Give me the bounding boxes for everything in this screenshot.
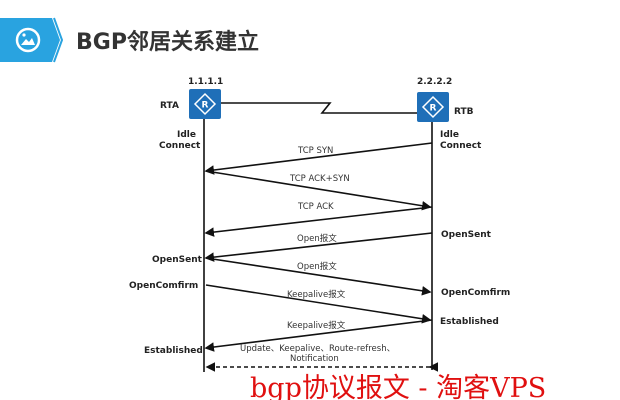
- rta-name: RTA: [160, 101, 179, 111]
- rtb-state-openconfirm: OpenComfirm: [441, 288, 510, 298]
- arrow-keepalive-1: [205, 284, 432, 324]
- rta-state-established: Established: [144, 346, 203, 356]
- msg-tcp-syn: TCP SYN: [297, 146, 333, 156]
- msg-open-2: Open报文: [297, 261, 337, 272]
- svg-text:R: R: [202, 101, 209, 111]
- rta-state-connect: Connect: [159, 141, 201, 151]
- msg-tcp-ack-syn: TCP ACK+SYN: [289, 174, 350, 184]
- router-rtb-icon: R: [417, 92, 449, 122]
- rtb-state-established: Established: [440, 317, 499, 327]
- rta-state-opensent: OpenSent: [152, 255, 203, 265]
- arrow-tcp-ack-syn: [205, 170, 432, 211]
- rtb-state-opensent: OpenSent: [441, 230, 492, 240]
- image-icon: [15, 27, 41, 53]
- msg-open-1: Open报文: [297, 233, 337, 244]
- header-badge: [0, 17, 64, 63]
- arrow-open-2: [205, 257, 432, 296]
- svg-text:R: R: [430, 104, 437, 114]
- rta-state-idle: Idle: [177, 130, 196, 140]
- rtb-state-idle: Idle: [440, 130, 459, 140]
- page-title: BGP邻居关系建立: [76, 29, 259, 55]
- rta-state-openconfirm: OpenComfirm: [129, 281, 198, 291]
- rtb-ip: 2.2.2.2: [417, 77, 452, 87]
- rtb-name: RTB: [454, 107, 474, 117]
- link-line: [220, 102, 418, 114]
- rtb-state-connect: Connect: [440, 141, 482, 151]
- msg-keepalive-2: Keepalive报文: [287, 320, 346, 331]
- watermark-text: bgp协议报文 - 淘客VPS: [250, 373, 546, 400]
- msg-update-line2: Notification: [290, 354, 339, 364]
- msg-tcp-ack: TCP ACK: [297, 202, 334, 212]
- msg-update-line1: Update、Keepalive、Route-refresh、: [240, 344, 395, 354]
- router-rta-icon: R: [189, 89, 221, 119]
- arrow-keepalive-2: [204, 319, 433, 352]
- arrow-tcp-ack: [204, 206, 433, 237]
- arrow-open-1: [204, 232, 433, 262]
- rta-ip: 1.1.1.1: [188, 77, 223, 87]
- arrow-tcp-syn: [204, 142, 433, 175]
- msg-keepalive-1: Keepalive报文: [287, 289, 346, 300]
